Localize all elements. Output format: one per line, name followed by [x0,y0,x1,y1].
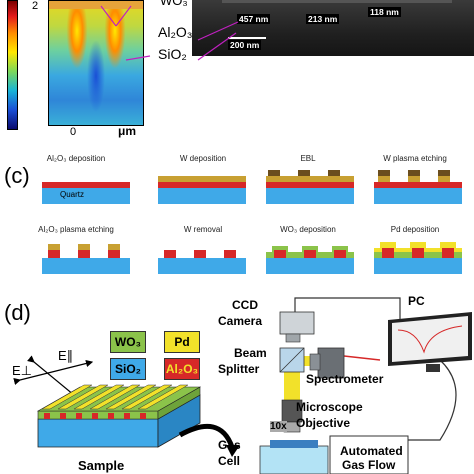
e-perp-label: E⊥ [12,363,32,378]
step-label-1: Al₂O₃ deposition [46,154,106,163]
label-wo3-partial: WO₃ [160,0,188,8]
gas-flow-label: Gas Flow [342,458,396,472]
step-6-diagram [158,250,246,274]
field-map-top-band [49,1,143,9]
splitter-label: Splitter [218,362,260,376]
panel-c-letter: (c) [4,163,30,188]
sem-grating-line [222,0,452,3]
microscope-label: Microscope [296,400,363,414]
sample-label: Sample [78,458,125,473]
label-al2o3: Al₂O₃ [158,24,193,40]
step-2-diagram [158,176,246,204]
mag-label: 10x [270,421,287,432]
optical-setup [259,297,472,474]
sample-al2o3-blocks [44,413,146,419]
sem-image: 457 nm 213 nm 118 nm 200 nm [192,0,474,56]
step-3-diagram [266,170,354,204]
scale-bar-label: 200 nm [228,40,262,50]
ccd-label: CCD [232,298,258,312]
ccd-camera-body [279,311,315,343]
x-tick-um: μm [118,124,137,138]
panel-a-arrows [100,5,239,61]
step-label-5: Al₂O₃ plasma etching [38,225,114,234]
colorbar [7,0,18,130]
fab-row-1 [42,170,462,204]
step-label-8: Pd deposition [390,225,440,234]
cell-label: Cell [218,454,241,468]
step-label-4: W plasma etching [383,154,447,163]
step-label-2: W deposition [179,154,227,163]
automated-label: Automated [340,444,403,458]
sample-grating [36,384,240,457]
gas-label: Gas [218,438,241,452]
fab-row-2 [42,242,462,274]
step-7-diagram [266,246,354,274]
dim-213: 213 nm [306,14,340,24]
scale-bar [228,37,266,39]
quartz-label: Quartz [60,190,85,199]
field-map [48,0,144,126]
legend-sio2: SiO₂ [110,358,146,380]
camera-label: Camera [218,314,263,328]
x-tick-zero: 0 [70,126,77,138]
step-label-7: WO₃ deposition [280,225,336,234]
step-4-diagram [374,170,462,204]
beam-label: Beam [234,346,267,360]
pc-label: PC [408,294,425,308]
pc-monitor [388,312,472,372]
colorbar-top-tick: 2 [32,0,39,12]
objective-label: Objective [296,416,351,430]
step-8-diagram [374,242,462,274]
step-1-diagram [42,182,130,204]
legend-pd: Pd [164,331,200,353]
step-5-diagram [42,244,130,274]
panel-d-letter: (d) [4,300,31,325]
e-par-label: E∥ [58,348,74,363]
legend-wo3: WO₃ [110,331,146,353]
dim-457: 457 nm [237,14,271,24]
label-sio2: SiO₂ [158,46,187,62]
dim-118: 118 nm [368,7,401,17]
legend-al2o3: Al₂O₃ [164,358,200,380]
spectrometer-label: Spectrometer [306,372,384,386]
sample-ridges [41,384,189,410]
step-label-3: EBL [300,154,316,163]
step-label-6: W removal [183,225,223,234]
